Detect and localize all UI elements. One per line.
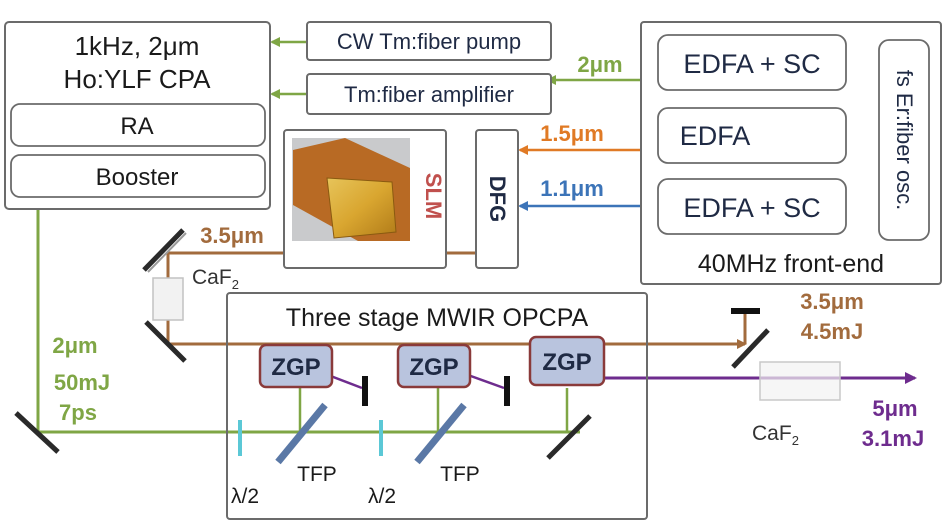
- label-15um: 1.5μm: [540, 121, 604, 146]
- pump-energy: 50mJ: [54, 370, 110, 395]
- edfa-sc-bottom-box: [657, 178, 847, 235]
- slm-device: SLM: [283, 129, 447, 269]
- tfp-1-label: TFP: [297, 463, 337, 486]
- zgp-crystal-1: ZGP: [258, 343, 334, 389]
- caf2-output-window: [759, 361, 841, 401]
- waveplate-1-label: λ/2: [231, 485, 259, 508]
- tm-fiber-amplifier: Tm:fiber amplifier: [306, 73, 552, 115]
- zgp-crystal-2: ZGP: [396, 343, 472, 389]
- zgp-3-label: ZGP: [542, 349, 591, 376]
- oscillator-box: [878, 39, 930, 241]
- waveplate-2-label: λ/2: [368, 485, 396, 508]
- cw-tm-fiber-pump: CW Tm:fiber pump: [306, 21, 552, 61]
- slm-label: SLM: [421, 173, 446, 219]
- tfp-2-label: TFP: [440, 463, 480, 486]
- dfg-label: DFG: [485, 176, 510, 222]
- label-2um-frontend: 2μm: [577, 52, 622, 77]
- idler-out-energy: 3.1mJ: [862, 426, 924, 451]
- booster-box: [10, 154, 266, 198]
- opcpa-title: Three stage MWIR OPCPA: [286, 304, 589, 332]
- caf2-output-label: CaF2: [752, 422, 799, 448]
- edfa-sc-top-label: EDFA + SC: [683, 49, 820, 79]
- ra-label: RA: [120, 113, 153, 140]
- pump-wavelength: 2μm: [52, 333, 97, 358]
- ra-box: [10, 103, 266, 147]
- laser-line1: 1kHz, 2μm: [75, 31, 200, 61]
- mirror-top-left-edge: [147, 232, 187, 273]
- tfp-2: [414, 402, 467, 465]
- mirror-signal-turn: [144, 320, 187, 363]
- edfa-sc-bottom-label: EDFA + SC: [683, 193, 820, 223]
- opcpa-stage: Three stage MWIR OPCPA: [226, 292, 648, 520]
- zgp-1-label: ZGP: [271, 354, 320, 381]
- dfg-stage: DFG: [475, 129, 519, 269]
- label-35um-slm: 3.5μm: [200, 223, 264, 248]
- slm-chip: [326, 177, 397, 239]
- mirror-top-left: [142, 228, 185, 272]
- caf2-top-text: CaF: [192, 266, 232, 289]
- zgp-2-label: ZGP: [409, 354, 458, 381]
- caf2-output-text: CaF: [752, 422, 792, 445]
- mirror-signal-output: [731, 328, 770, 369]
- laser-line2: Ho:YLF CPA: [64, 64, 212, 94]
- label-11um: 1.1μm: [540, 176, 604, 201]
- edfa-label: EDFA: [680, 121, 751, 151]
- oscillator-label: fs Er:fiber osc.: [892, 70, 917, 211]
- ho-ylf-cpa-laser: 1kHz, 2μm Ho:YLF CPA RA Booster: [4, 21, 271, 210]
- caf2-top-label: CaF2: [192, 266, 239, 292]
- signal-out-wavelength: 3.5μm: [800, 289, 864, 314]
- edfa-box: [657, 107, 847, 164]
- caf2-top-window: [152, 277, 184, 321]
- idler-out-wavelength: 5μm: [872, 396, 917, 421]
- idler-dump-1: [327, 373, 363, 390]
- booster-label: Booster: [96, 164, 179, 191]
- edfa-sc-top-box: [657, 34, 847, 91]
- caf2-output-sub: 2: [792, 433, 799, 448]
- mirror-pump-end: [546, 414, 592, 460]
- front-end-40mhz: EDFA + SC EDFA EDFA + SC fs Er:fiber osc…: [640, 21, 942, 285]
- tm-amp-label: Tm:fiber amplifier: [344, 82, 514, 107]
- tfp-1: [275, 402, 328, 465]
- front-end-label: 40MHz front-end: [698, 250, 884, 278]
- signal-out-energy: 4.5mJ: [801, 319, 863, 344]
- caf2-top-sub: 2: [232, 277, 239, 292]
- cw-pump-label: CW Tm:fiber pump: [337, 29, 521, 54]
- mirror-pump-turn: [14, 411, 60, 454]
- zgp-crystal-3: ZGP: [528, 335, 606, 387]
- pump-duration: 7ps: [59, 400, 97, 425]
- idler-dump-2: [467, 373, 505, 390]
